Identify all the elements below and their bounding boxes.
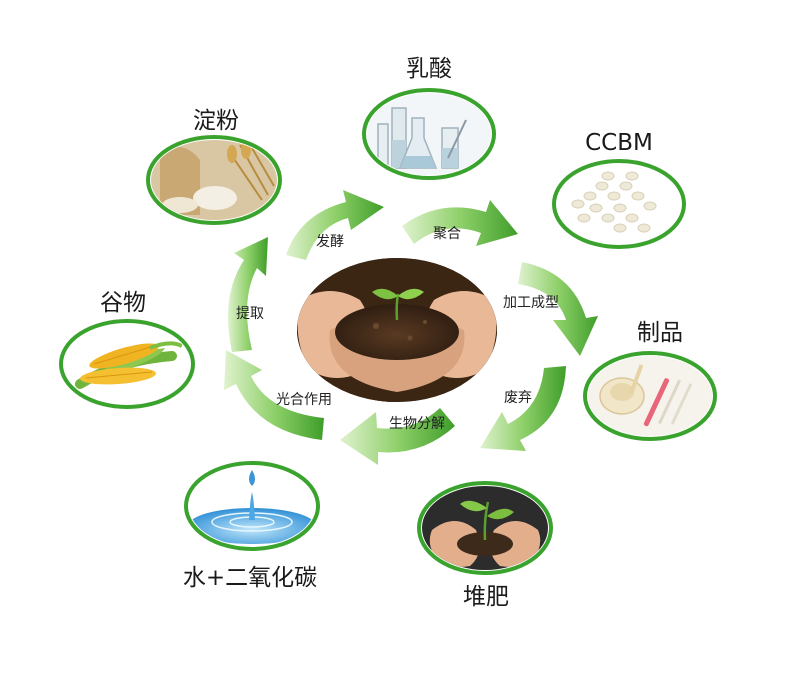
node-label-grain: 谷物 bbox=[100, 290, 146, 316]
center-soil-sprout-image bbox=[297, 258, 497, 402]
starch-image bbox=[151, 140, 277, 220]
arrow-discard bbox=[480, 366, 566, 451]
node-ccbm: CCBM bbox=[552, 130, 686, 249]
node-grain: 谷物 bbox=[59, 290, 195, 409]
arrow-label-processing: 加工成型 bbox=[503, 295, 559, 311]
arrow-photosynthesis bbox=[224, 350, 324, 440]
arrow-biodegradation bbox=[340, 408, 455, 465]
arrow-label-biodegradation: 生物分解 bbox=[389, 416, 445, 432]
node-label-ccbm: CCBM bbox=[585, 130, 653, 156]
arrow-label-polymerization: 聚合 bbox=[433, 226, 461, 242]
node-lactic-acid: 乳酸 bbox=[362, 56, 496, 180]
arrow-extraction bbox=[228, 237, 268, 352]
node-water-co2: 水+二氧化碳 bbox=[183, 461, 320, 591]
arrow-fermentation bbox=[286, 190, 384, 260]
arrow-label-discard: 废弃 bbox=[504, 390, 532, 406]
arrow-processing bbox=[518, 262, 598, 356]
node-compost: 堆肥 bbox=[417, 481, 553, 610]
node-label-compost: 堆肥 bbox=[463, 584, 509, 610]
arrow-polymerization bbox=[402, 200, 518, 246]
water-splash-image bbox=[189, 466, 315, 546]
arrow-label-photosynthesis: 光合作用 bbox=[276, 392, 332, 408]
node-label-lactic-acid: 乳酸 bbox=[406, 56, 452, 82]
ccbm-pellets-image bbox=[557, 164, 681, 244]
arrow-label-extraction: 提取 bbox=[236, 306, 264, 322]
node-starch: 淀粉 bbox=[146, 108, 282, 225]
compost-image bbox=[422, 486, 548, 570]
node-label-products: 制品 bbox=[637, 320, 683, 346]
node-products: 制品 bbox=[583, 320, 717, 441]
node-label-water-co2: 水+二氧化碳 bbox=[183, 565, 317, 591]
products-image bbox=[588, 356, 712, 436]
lactic-acid-image bbox=[367, 93, 491, 175]
arrow-label-fermentation: 发酵 bbox=[316, 234, 344, 250]
corn-image bbox=[64, 324, 190, 404]
node-label-starch: 淀粉 bbox=[193, 108, 239, 134]
